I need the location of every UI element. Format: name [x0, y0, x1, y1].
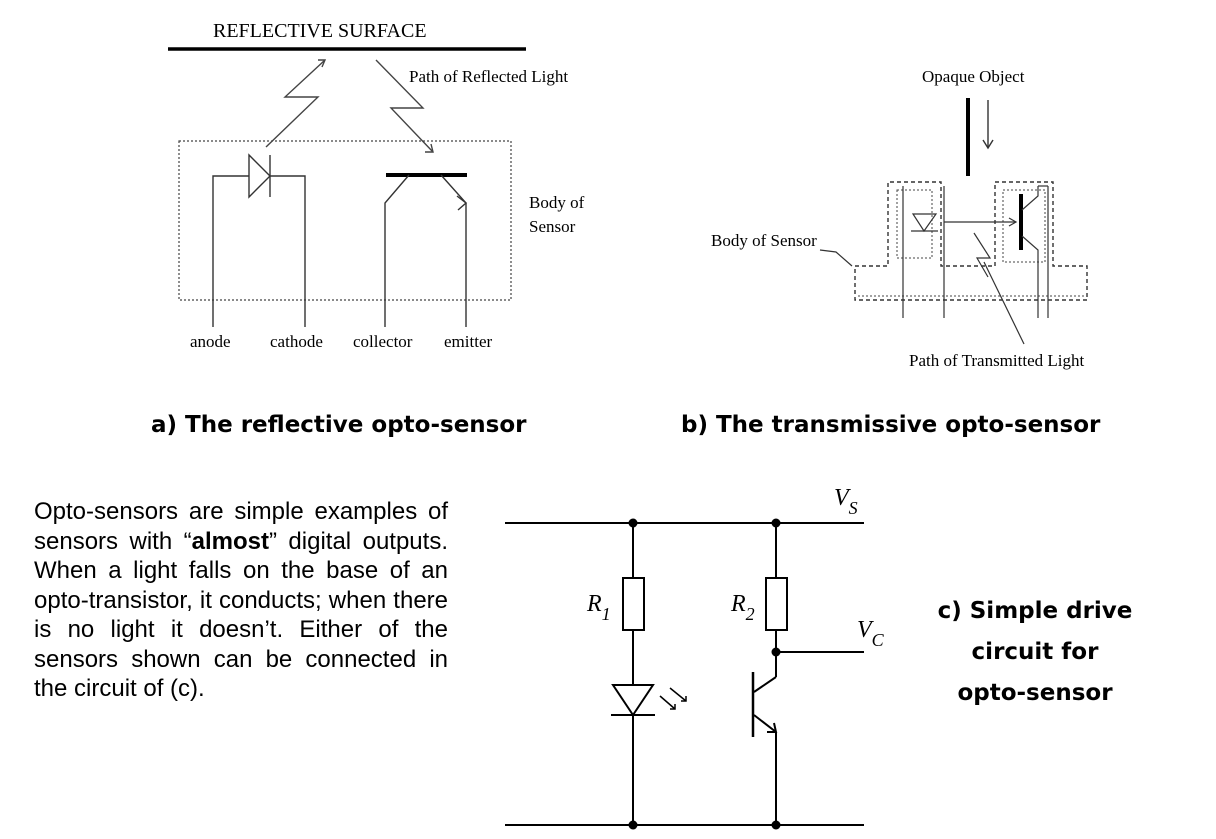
- transmissive-body-label: Body of Sensor: [711, 231, 817, 250]
- vc-label: VC: [857, 617, 885, 650]
- junction-dot: [771, 647, 781, 657]
- r1-label: R1: [586, 591, 611, 624]
- caption-circuit-line3: opto-sensor: [957, 680, 1113, 706]
- transmissive-sensor-diagram: Opaque Object Body of Sensor: [711, 67, 1088, 370]
- pin-collector-label: collector: [353, 332, 413, 351]
- transmitted-path-label: Path of Transmitted Light: [909, 351, 1084, 370]
- vs-label: VS: [834, 485, 858, 518]
- explanation-paragraph: Opto-sensors are simple examples of sens…: [34, 498, 448, 702]
- reflected-light-arrowhead: [425, 143, 434, 153]
- body-label-line1: Body of: [529, 193, 585, 212]
- body-label-leader: [819, 249, 853, 267]
- phototransistor-circuit-symbol: [751, 672, 778, 737]
- caption-circuit-line1: c) Simple drive: [938, 598, 1133, 624]
- r2-label: R2: [730, 591, 755, 624]
- junction-dot: [771, 820, 781, 830]
- junction-dot: [771, 518, 781, 528]
- reflected-path-label: Path of Reflected Light: [409, 67, 568, 86]
- reflective-surface-label: REFLECTIVE SURFACE: [213, 20, 427, 42]
- caption-circuit-line2: circuit for: [972, 639, 1100, 665]
- reflected-light-path: [375, 59, 434, 153]
- drive-circuit-schematic: VS VC R1 R2: [505, 485, 885, 830]
- led-symbol: [611, 684, 655, 717]
- emitted-light-path: [265, 59, 326, 148]
- transmissive-phototransistor-symbol: [1019, 185, 1049, 318]
- resistor-r1: [622, 577, 645, 631]
- junction-dot: [628, 518, 638, 528]
- emphasis-almost: almost: [191, 527, 269, 555]
- transmissive-led-symbol: [902, 186, 945, 318]
- caption-reflective: a) The reflective opto-sensor: [151, 412, 527, 438]
- transmissive-body-outline: [854, 181, 1088, 301]
- opaque-object-label: Opaque Object: [922, 67, 1025, 86]
- resistor-r2: [765, 577, 788, 631]
- pin-emitter-label: emitter: [444, 332, 492, 351]
- body-label-line2: Sensor: [529, 217, 576, 236]
- reflective-sensor-diagram: REFLECTIVE SURFACE Path of Reflected Lig…: [168, 20, 585, 351]
- pin-anode-label: anode: [190, 332, 231, 351]
- junction-dot: [628, 820, 638, 830]
- reflective-body-outline: [178, 140, 512, 301]
- phototransistor-symbol: [384, 173, 468, 327]
- pin-cathode-label: cathode: [270, 332, 323, 351]
- led-emission-arrows: [659, 687, 687, 710]
- transmitted-path-leader: [983, 261, 1025, 345]
- transmitted-path-zigzag: [973, 232, 992, 278]
- led-diode-symbol: [212, 153, 306, 327]
- emitted-light-arrowhead: [318, 59, 327, 68]
- caption-transmissive: b) The transmissive opto-sensor: [681, 412, 1101, 438]
